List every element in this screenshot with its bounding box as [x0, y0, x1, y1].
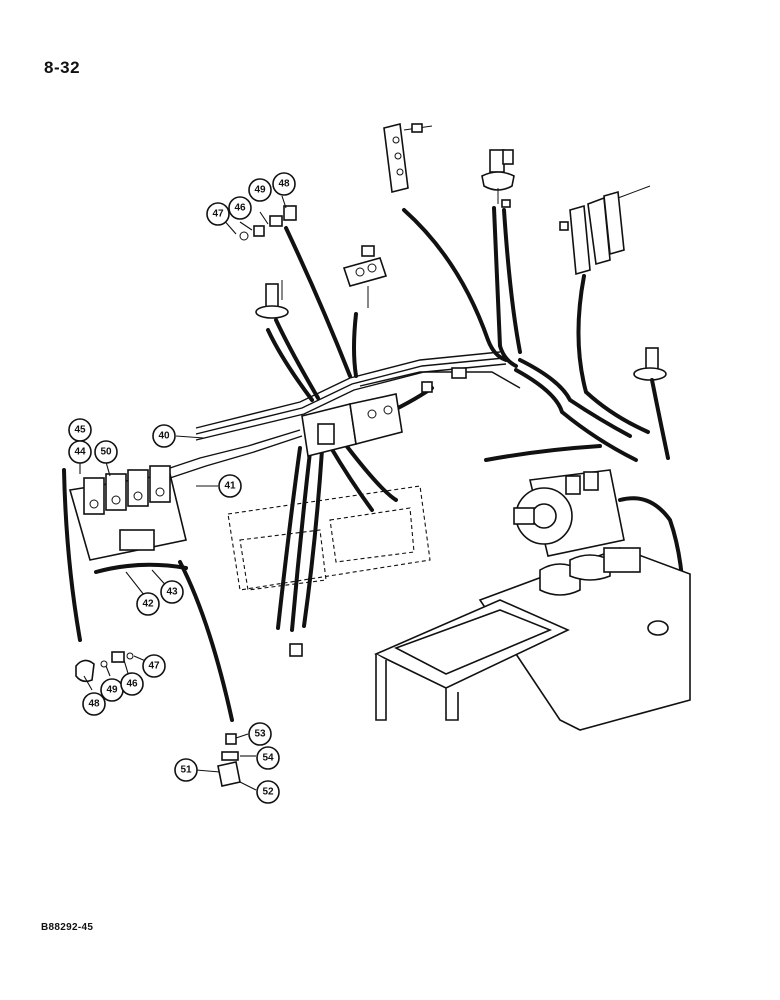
hydraulic-pump	[513, 469, 686, 622]
frame-outline	[227, 485, 431, 591]
fitting-group-top	[239, 205, 297, 241]
svg-text:54: 54	[262, 753, 274, 764]
callout-52: 52	[256, 780, 280, 804]
clamp-bar-top-right	[559, 185, 651, 276]
clamp-bar-top-left	[383, 123, 433, 193]
mounting-post-left	[255, 280, 289, 319]
svg-text:49: 49	[254, 185, 266, 196]
central-valve-block	[301, 393, 403, 457]
callout-40: 40	[152, 424, 176, 448]
hoses	[62, 206, 670, 722]
svg-text:51: 51	[180, 765, 192, 776]
mounting-post-right	[633, 347, 667, 381]
svg-text:49: 49	[106, 685, 118, 696]
svg-text:43: 43	[166, 587, 178, 598]
svg-text:42: 42	[142, 599, 154, 610]
seat-box	[374, 599, 570, 721]
clamp-small	[342, 245, 388, 308]
fitting-top-center	[481, 149, 515, 208]
callout-46-top: 46	[228, 196, 252, 220]
fitting-group-bottom	[75, 651, 134, 683]
figure-code: B88292-45	[41, 922, 94, 933]
callout-48-top: 48	[272, 172, 296, 196]
svg-text:46: 46	[126, 679, 138, 690]
callout-53: 53	[248, 722, 272, 746]
hydraulic-tank	[478, 547, 691, 731]
callout-47-top: 47	[206, 202, 230, 226]
drain-fittings	[289, 367, 467, 657]
svg-text:45: 45	[74, 425, 86, 436]
callout-44: 44	[68, 440, 92, 464]
svg-text:47: 47	[148, 661, 160, 672]
svg-text:48: 48	[278, 179, 290, 190]
control-valve-bank	[68, 465, 187, 561]
svg-text:53: 53	[254, 729, 266, 740]
svg-text:40: 40	[158, 431, 170, 442]
callout-50: 50	[94, 440, 118, 464]
callout-46-bottom: 46	[120, 672, 144, 696]
callout-54: 54	[256, 746, 280, 770]
svg-text:48: 48	[88, 699, 100, 710]
callout-47-bottom: 47	[142, 654, 166, 678]
page-number: 8-32	[44, 58, 81, 77]
svg-text:46: 46	[234, 203, 246, 214]
svg-text:44: 44	[74, 447, 86, 458]
callout-48-bottom: 48	[82, 692, 106, 716]
callout-49-top: 49	[248, 178, 272, 202]
callout-43: 43	[160, 580, 184, 604]
svg-text:52: 52	[262, 787, 274, 798]
callout-51: 51	[174, 758, 198, 782]
callout-41: 41	[218, 474, 242, 498]
clamp-block-bottom	[217, 733, 241, 787]
svg-text:50: 50	[100, 447, 112, 458]
svg-text:41: 41	[224, 481, 236, 492]
callout-45: 45	[68, 418, 92, 442]
callout-49-bottom: 49	[100, 678, 124, 702]
callout-42: 42	[136, 592, 160, 616]
svg-text:47: 47	[212, 209, 224, 220]
